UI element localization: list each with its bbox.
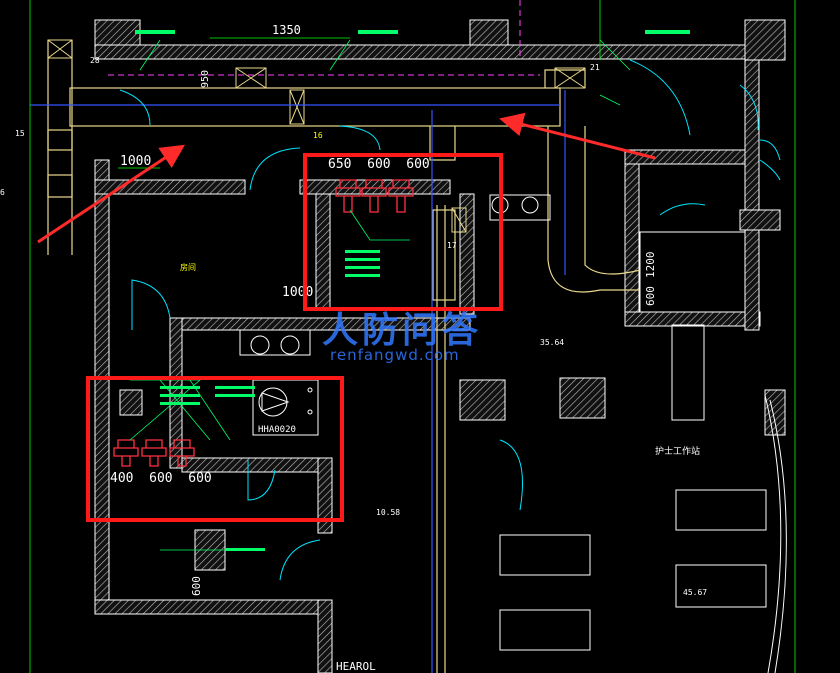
red-equipment-group-top	[335, 179, 414, 213]
highlight-box-bottom	[86, 376, 344, 522]
highlight-boxes	[86, 153, 503, 522]
room-area-1058: 10.58	[376, 508, 400, 517]
dim-mid-1000: 1000	[282, 285, 313, 300]
walls	[94, 19, 786, 673]
label-28: 28	[90, 56, 100, 65]
watermark-url: renfangwd.com	[330, 346, 460, 364]
dim-top-span: 1350	[272, 23, 301, 37]
annotation-arrows	[37, 112, 656, 244]
watermark: 人防问答 renfangwd.com	[322, 310, 482, 364]
ductwork	[47, 40, 641, 673]
arrow-left	[37, 144, 186, 244]
label-17: 17	[447, 241, 457, 250]
dim-right-1200: 1200	[644, 252, 657, 279]
dim-room-top-row: 650 600 600	[328, 157, 430, 172]
blue-pipes	[30, 90, 566, 673]
rooms-label: 房间	[180, 262, 196, 272]
label-15: 15	[15, 129, 25, 138]
watermark-title: 人防问答	[322, 310, 482, 351]
magenta-lines	[108, 0, 540, 76]
fan-unit-icon	[258, 387, 313, 417]
label-6: 6	[0, 188, 5, 197]
micro-label-marks	[135, 30, 690, 551]
dimension-lines	[29, 0, 796, 673]
station-label: 护士工作站	[655, 445, 700, 457]
dim-room-bottom-row: 400 600 600	[110, 471, 212, 486]
furniture	[239, 194, 787, 673]
dim-right-600: 600	[644, 286, 657, 306]
doors	[119, 59, 781, 581]
annotation-text: HHA0020 HEAROL 16 17 21 15 28 6 35.64 45…	[0, 56, 707, 673]
equipment-code: HHA0020	[258, 425, 296, 435]
damper-symbols	[47, 39, 586, 233]
red-equipment-group-bottom	[113, 439, 195, 467]
room-area-4567: 45.67	[683, 588, 707, 597]
arrow-right	[499, 112, 656, 160]
bottom-label: HEAROL	[336, 660, 376, 673]
dim-vertical-950: 950	[200, 70, 211, 88]
dim-bottom-600: 600	[190, 576, 203, 596]
highlight-box-top	[303, 153, 503, 311]
label-16: 16	[313, 131, 323, 140]
dim-left-1000: 1000	[120, 154, 151, 169]
room-area-3564: 35.64	[540, 338, 564, 347]
label-21: 21	[590, 63, 600, 72]
